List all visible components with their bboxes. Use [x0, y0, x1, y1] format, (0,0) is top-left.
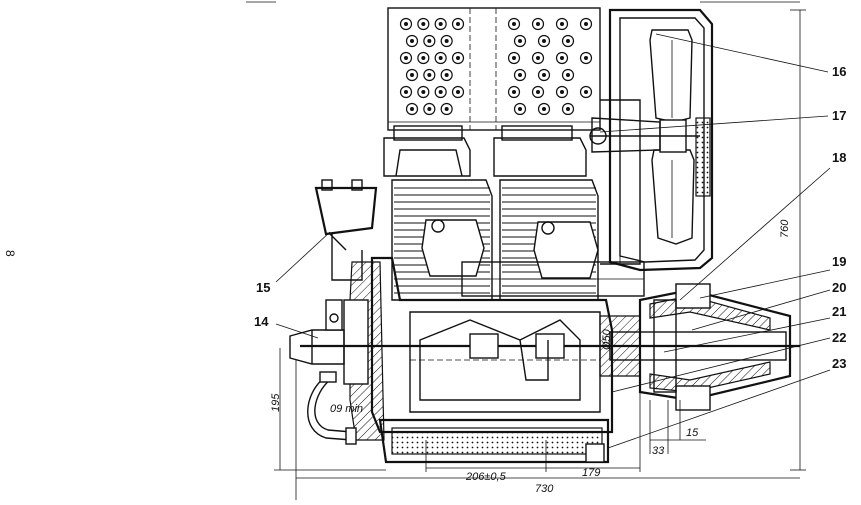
fin-holes-left: [399, 17, 465, 116]
callout-14: 14: [254, 314, 269, 329]
callout-17: 17: [832, 108, 846, 123]
oil-pipe: [307, 371, 357, 445]
fin-holes-right: [507, 17, 593, 116]
callout-20: 20: [832, 280, 846, 295]
cylinder-head-right: [493, 125, 587, 177]
injection-pump: [289, 299, 345, 365]
page-marker: 8: [3, 250, 17, 257]
fan-blade-upper: [649, 29, 693, 123]
callout-16: 16: [832, 64, 846, 79]
callout-19: 19: [832, 254, 846, 269]
dim-050-label: Ø50: [601, 328, 613, 351]
fan-blade-lower: [651, 149, 695, 245]
crank-pin-left: [469, 333, 499, 359]
dim-760-label: 760: [779, 219, 791, 238]
dim-09min-label: 09 min: [330, 403, 363, 415]
callout-15: 15: [256, 280, 270, 295]
callout-21: 21: [832, 304, 846, 319]
output-shaft: [609, 331, 787, 361]
callout-18: 18: [832, 150, 846, 165]
dim-15-label: 15: [686, 427, 699, 439]
connecting-rod: [519, 339, 549, 381]
callout-22: 22: [832, 330, 846, 345]
fan-hub: [589, 117, 700, 153]
oil-sump: [378, 418, 610, 464]
dim-206-label: 206±0,5: [465, 471, 507, 483]
injector-right: [533, 221, 599, 279]
crank-pin-right: [535, 333, 565, 359]
dim-33-label: 33: [652, 445, 665, 457]
callout-23: 23: [832, 356, 846, 371]
dim-195-label: 195: [270, 393, 282, 412]
cylinder-head-left: [383, 125, 471, 177]
injector-left: [421, 219, 485, 277]
flywheel-housing: [599, 283, 792, 411]
cooling-fin-block: [387, 7, 601, 131]
dim-179-label: 179: [582, 467, 600, 479]
dim-730-label: 730: [535, 483, 554, 495]
